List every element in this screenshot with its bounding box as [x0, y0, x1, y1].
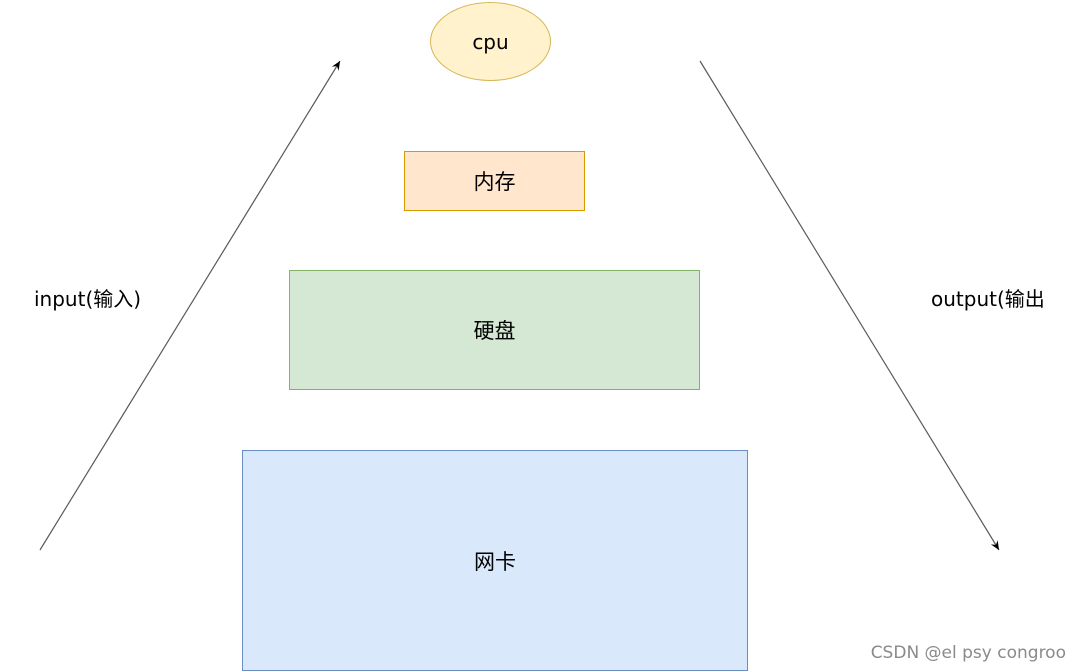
input-label: input(输入) — [34, 287, 142, 311]
memory-node: 内存 — [404, 151, 585, 211]
cpu-node: cpu — [430, 2, 551, 81]
output-arrow — [699, 60, 1000, 551]
watermark: CSDN @el psy congroo — [870, 643, 1066, 663]
network-card-node: 网卡 — [242, 450, 748, 671]
disk-node: 硬盘 — [289, 270, 700, 390]
cpu-label: cpu — [472, 29, 509, 54]
output-label: output(输出 — [931, 287, 1045, 311]
input-arrow — [39, 60, 341, 551]
network-card-label: 网卡 — [474, 549, 516, 574]
disk-label: 硬盘 — [473, 319, 516, 343]
memory-label: 内存 — [473, 170, 516, 194]
